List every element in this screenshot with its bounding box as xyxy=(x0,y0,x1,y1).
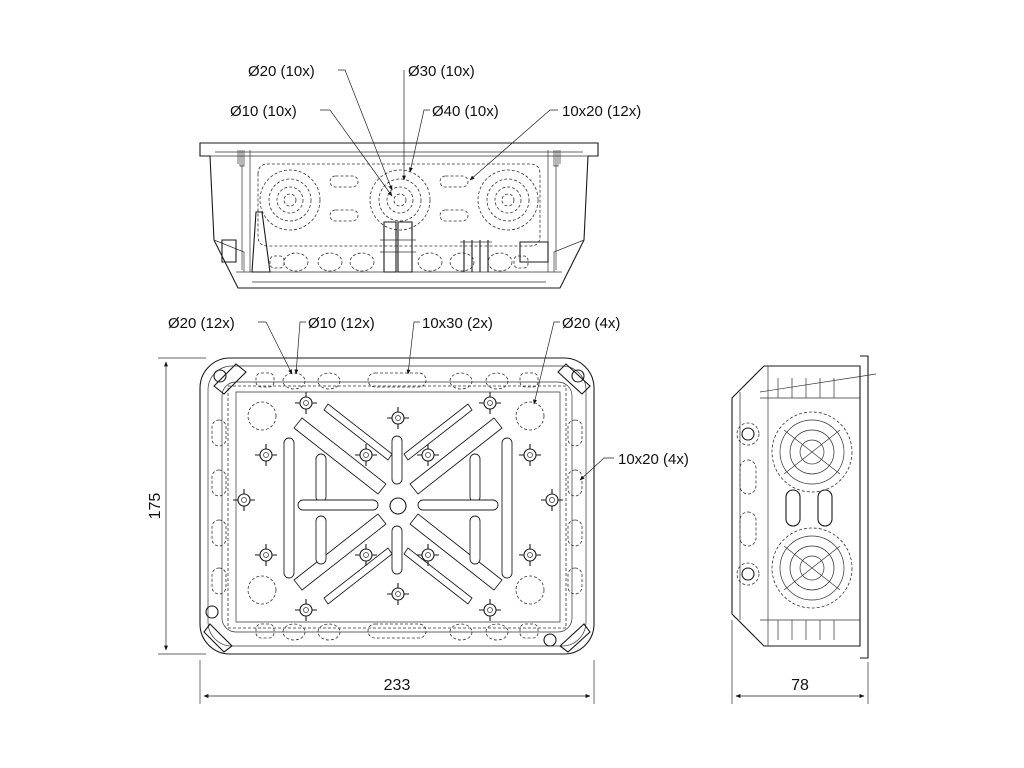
mounting-boss xyxy=(417,444,439,466)
label-10x20-12x: 10x20 (12x) xyxy=(562,103,641,120)
mounting-boss xyxy=(541,489,563,511)
dimension-depth: 78 xyxy=(791,677,809,694)
front-top-knockouts xyxy=(255,372,539,390)
side-grilles xyxy=(771,411,853,609)
label-d20-12x: Ø20 (12x) xyxy=(168,315,235,332)
side-ribs xyxy=(777,378,835,640)
mounting-boss xyxy=(519,444,541,466)
dimension-height: 175 xyxy=(147,493,164,520)
mounting-boss xyxy=(295,392,317,414)
mounting-boss xyxy=(479,599,501,621)
mounting-boss xyxy=(479,392,501,414)
top-view-inner-dashed xyxy=(257,163,541,247)
label-d40-10x: Ø40 (10x) xyxy=(432,103,499,120)
mounting-boss xyxy=(387,583,409,605)
label-10x30-2x: 10x30 (2x) xyxy=(422,315,493,332)
mounting-boss xyxy=(295,599,317,621)
mounting-boss xyxy=(519,544,541,566)
dimension-values: 175 233 78 xyxy=(147,493,809,694)
label-d10-12x: Ø10 (12x) xyxy=(308,315,375,332)
front-view xyxy=(199,357,595,655)
side-left-knockouts xyxy=(736,422,760,586)
mounting-clips-top xyxy=(221,150,559,273)
label-d10-10x: Ø10 (10x) xyxy=(230,103,297,120)
mounting-boss xyxy=(355,544,377,566)
mounting-boss xyxy=(255,544,277,566)
slots-top xyxy=(329,175,469,222)
side-view xyxy=(731,355,877,659)
top-view-outline xyxy=(199,142,599,289)
mounting-boss xyxy=(255,444,277,466)
mounting-boss xyxy=(387,407,409,429)
label-d30-10x: Ø30 (10x) xyxy=(408,63,475,80)
front-view-outline xyxy=(199,357,595,655)
label-d20-4x: Ø20 (4x) xyxy=(562,315,620,332)
center-hub xyxy=(389,497,407,515)
label-10x20-4x: 10x20 (4x) xyxy=(618,451,689,468)
side-view-outline xyxy=(731,365,861,647)
diagonal-ribs xyxy=(293,403,503,605)
mounting-boss xyxy=(355,444,377,466)
mounting-boss xyxy=(417,544,439,566)
dimension-lines xyxy=(158,357,869,704)
mounting-boss xyxy=(233,489,255,511)
mounting-bosses xyxy=(233,392,563,621)
front-side-knockouts xyxy=(211,419,583,595)
label-d20-10x: Ø20 (10x) xyxy=(248,63,315,80)
bottom-row-knockouts xyxy=(269,252,529,272)
knockout-circles-top xyxy=(259,169,539,231)
top-view xyxy=(199,142,599,289)
dimension-width: 233 xyxy=(384,677,411,694)
front-bottom-knockouts xyxy=(255,623,539,641)
front-corner-screws xyxy=(203,363,591,653)
front-corner-circles xyxy=(247,401,545,605)
callout-labels: Ø20 (10x) Ø30 (10x) Ø10 (10x) Ø40 (10x) … xyxy=(168,63,689,468)
slot-ribs xyxy=(283,435,513,579)
leader-lines xyxy=(258,69,614,481)
